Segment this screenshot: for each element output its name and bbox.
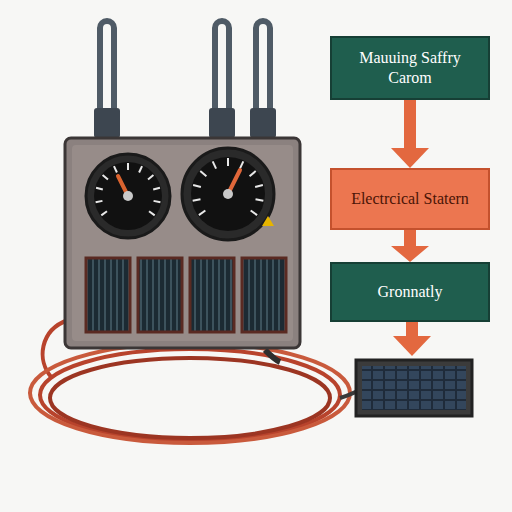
- gauge-tick: [148, 175, 153, 179]
- gauge-tick: [227, 158, 229, 166]
- box-label: Electrcical Statern: [351, 189, 469, 209]
- gauge-tick: [256, 199, 264, 200]
- flow-arrow: [391, 230, 429, 262]
- gauge-tick: [251, 210, 257, 215]
- gauge-tick: [240, 161, 243, 168]
- gauge-tick: [103, 175, 108, 179]
- gauge-tick: [96, 201, 103, 202]
- gauge-tick: [153, 188, 160, 190]
- gauge-tick: [255, 185, 263, 187]
- gauges: [86, 148, 274, 240]
- arrow-to-solar: [393, 320, 431, 356]
- gauge-tick: [213, 161, 216, 168]
- battery-modules: [86, 258, 286, 332]
- gauge-tick: [149, 211, 155, 215]
- process-box: Mauuing Saffry Carom: [330, 36, 490, 100]
- gauge-tick: [114, 166, 117, 172]
- gauge-tick: [96, 188, 103, 190]
- gauge-tick: [139, 166, 142, 172]
- solar-panel: [356, 360, 472, 416]
- gauge-tick: [101, 211, 107, 215]
- clamp-bases: [94, 108, 276, 138]
- panel-housing: [65, 138, 300, 348]
- gauge-tick: [199, 210, 205, 215]
- box-label: Mauuing Saffry Carom: [342, 48, 478, 88]
- gauge-tick: [193, 199, 201, 200]
- box-label: Gronnatly: [378, 282, 443, 302]
- gauge-tick: [127, 163, 129, 170]
- gauge-tick: [193, 185, 201, 187]
- panel-face: [72, 145, 293, 341]
- clamp-connectors: [100, 21, 270, 110]
- flow-arrow: [391, 100, 429, 168]
- process-box: Gronnatly: [330, 262, 490, 322]
- gauge-tick: [250, 171, 256, 176]
- gauge-tick: [154, 201, 161, 202]
- gauge-tick: [200, 171, 206, 176]
- process-box: Electrcical Statern: [330, 168, 490, 230]
